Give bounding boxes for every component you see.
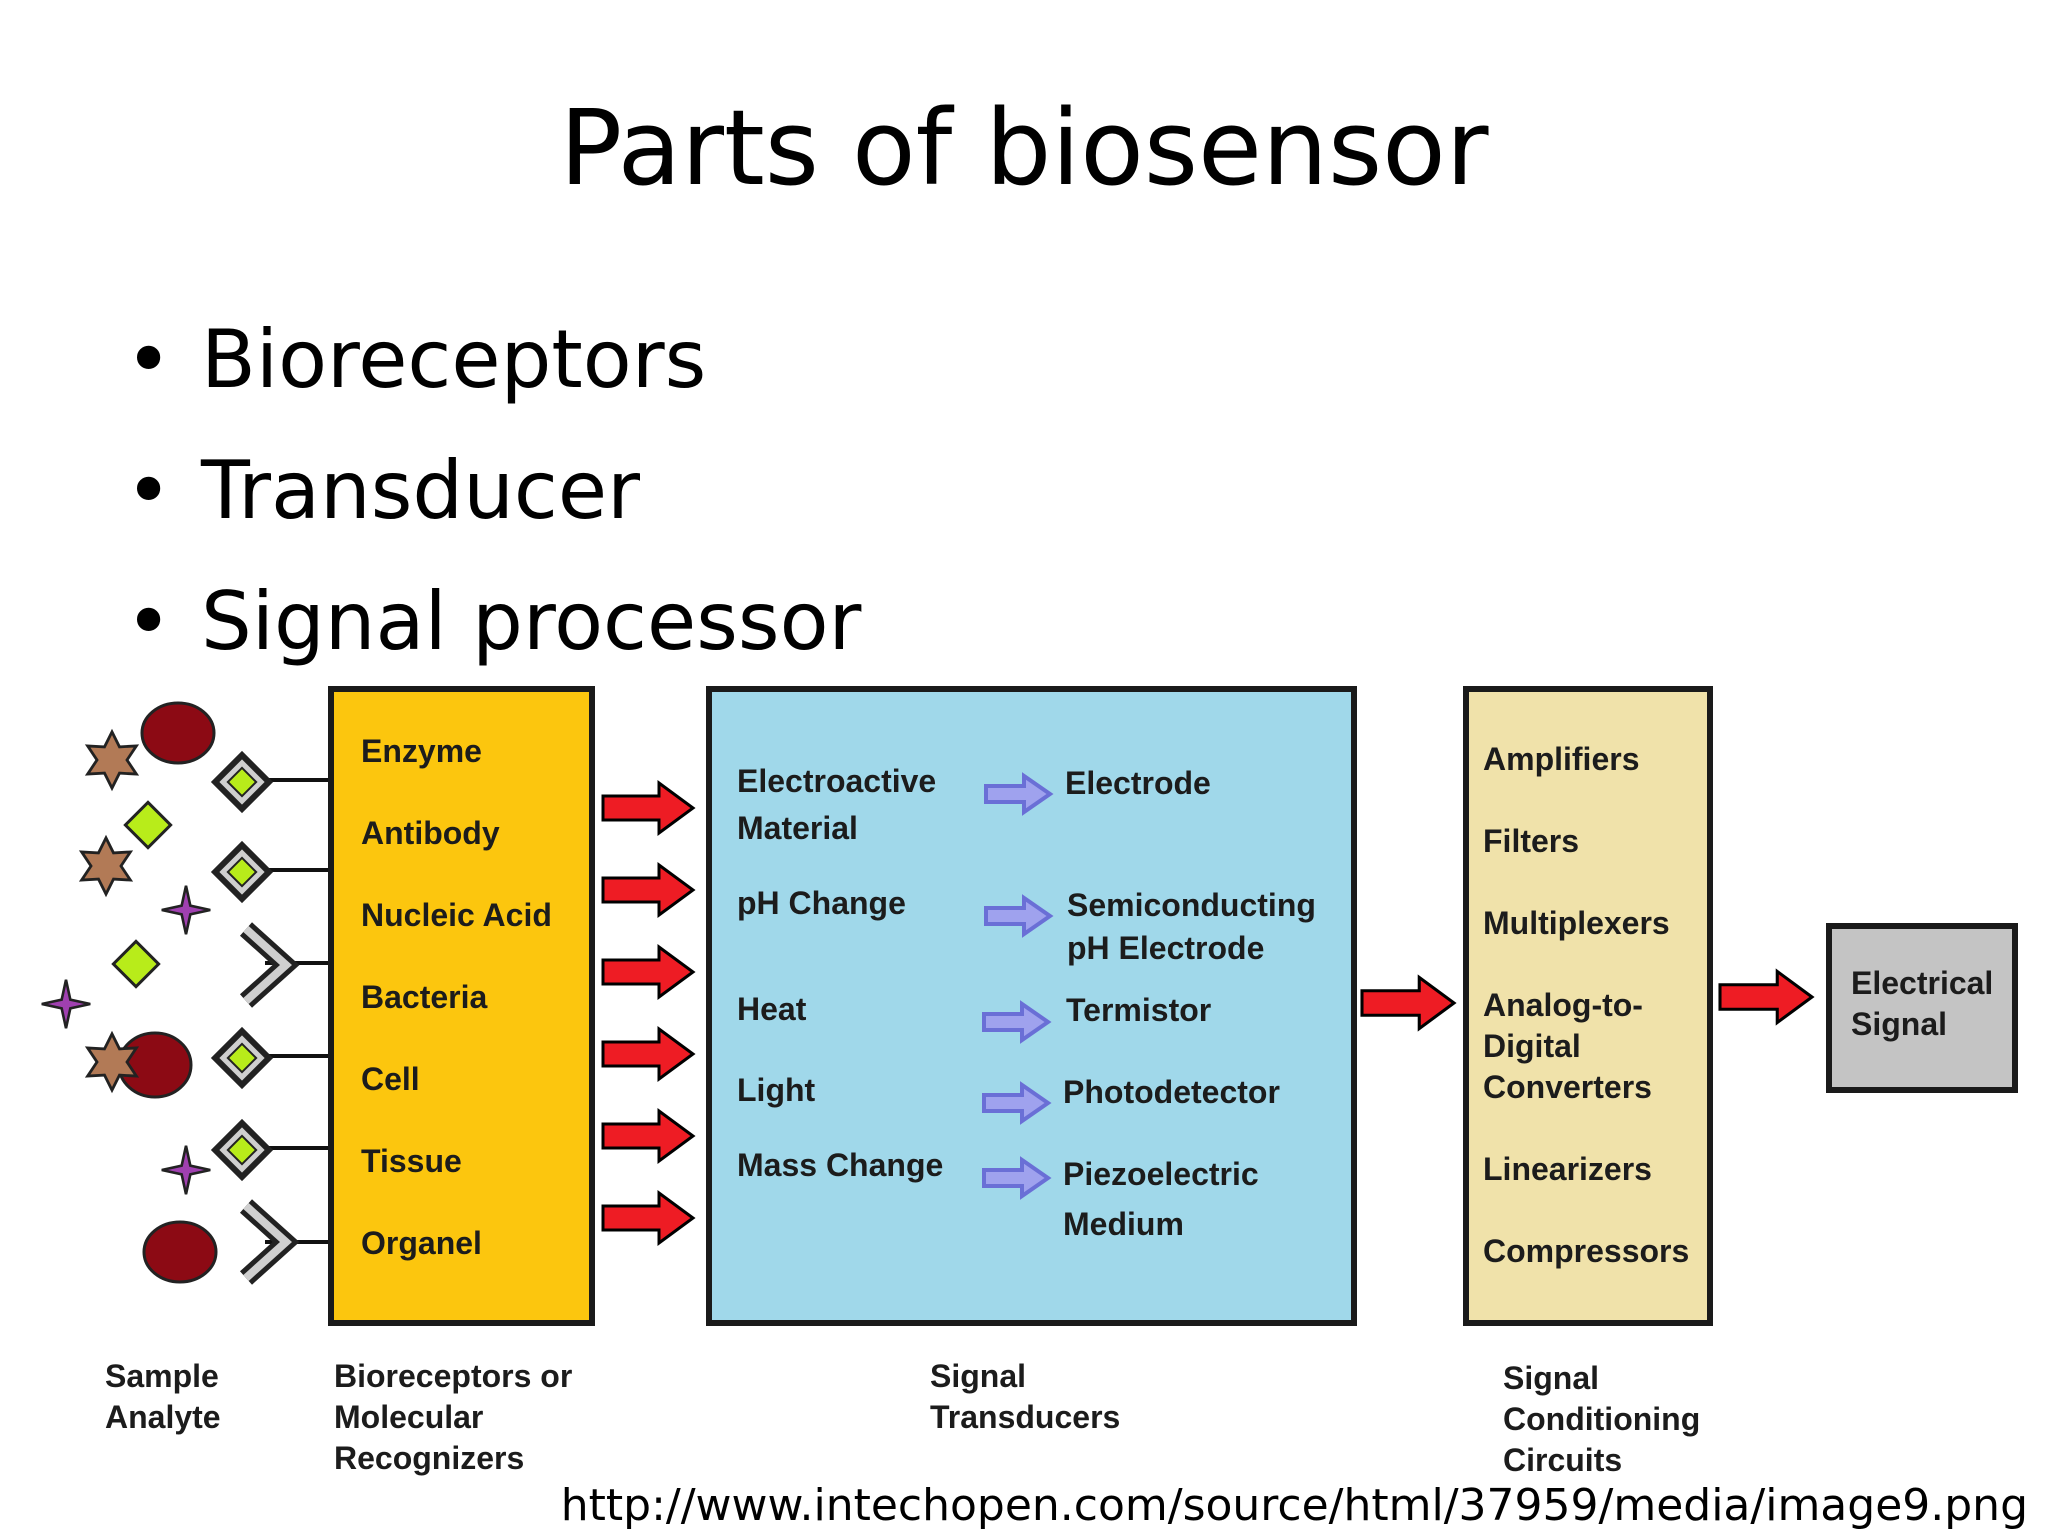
bioreceptor-list: Enzyme Antibody Nucleic Acid Bacteria Ce… [361,733,552,1261]
analyte-circle-icon [140,701,216,765]
transducer-output: Photodetector [1063,1074,1280,1110]
conditioning-label: Amplifiers [1483,741,1639,777]
red-arrow-icon [601,781,695,835]
transducer-input: Heat [737,991,807,1027]
electrical-signal-label: Electrical Signal [1851,965,2002,1042]
red-arrow-icon [601,1109,695,1163]
bioreceptor-label: Organel [361,1225,482,1261]
transducer-output: Electrode [1065,765,1211,801]
transducer-input: Electroactive Material [737,763,945,846]
analyte-circle-icon [142,1220,218,1284]
bioreceptor-label: Enzyme [361,733,482,769]
bullet-dot: • [125,575,173,668]
bullet-text: Transducer [201,444,640,537]
receptor-diamond-icon [210,1118,274,1182]
bioreceptor-label: Nucleic Acid [361,897,552,933]
transducer-input: Light [737,1072,816,1108]
bullet-text: Signal processor [201,575,862,668]
analyte-sparkle-icon [40,978,92,1030]
conditioning-label: Compressors [1483,1233,1689,1269]
caption-signal-transducers: Signal Transducers [930,1358,1120,1435]
transducer-input: pH Change [737,885,906,921]
bullet-item: • Bioreceptors [125,300,861,431]
red-arrow-icon [1360,975,1456,1031]
red-arrow-icon [601,1027,695,1081]
transducer-row: Light Photodetector [737,1072,1280,1123]
bioreceptor-label: Antibody [361,815,500,851]
analyte-star-icon [80,836,132,896]
receptor-to-transducer-arrows [601,781,695,1245]
conditioning-label: Converters [1483,1069,1652,1105]
transducer-output: Semiconducting pH Electrode [1067,887,1325,966]
analyte-particles [40,701,218,1284]
bullet-item: • Signal processor [125,562,861,693]
transducer-output: Piezoelectric Medium [1063,1156,1268,1242]
caption-signal-conditioning: Signal Conditioning Circuits [1503,1360,1709,1478]
analyte-star-icon [86,730,138,790]
bioreceptor-label: Cell [361,1061,420,1097]
analyte-sparkle-icon [160,884,212,936]
red-arrow-icon [601,863,695,917]
transducer-output: Termistor [1066,992,1211,1028]
bullet-text: Bioreceptors [201,313,707,406]
electrical-signal-box [1826,923,2018,1093]
bioreceptor-label: Bacteria [361,979,488,1015]
receptor-connectors [265,778,335,1244]
transducer-list: Electroactive Material Electrode pH Chan… [737,763,1325,1242]
bioreceptor-label: Tissue [361,1143,462,1179]
conditioning-label: Filters [1483,823,1579,859]
bullet-dot: • [125,444,173,537]
caption-bioreceptors: Bioreceptors or Molecular Recognizers [334,1358,581,1476]
analyte-sparkle-icon [160,1144,212,1196]
red-arrow-icon [601,1191,695,1245]
conditioning-box [1463,686,1713,1326]
caption-sample-analyte: Sample Analyte [105,1358,228,1435]
source-url: http://www.intechopen.com/source/html/37… [560,1480,2028,1531]
conditioning-label: Linearizers [1483,1151,1652,1187]
transducer-row: Heat Termistor [737,991,1211,1042]
red-arrow-icon [601,945,695,999]
transducer-row: Electroactive Material Electrode [737,763,1211,846]
bioreceptor-box [328,686,595,1326]
biosensor-diagram: Enzyme Antibody Nucleic Acid Bacteria Ce… [40,686,2018,1478]
analyte-diamond-icon [123,800,173,850]
conditioning-label: Digital [1483,1028,1581,1064]
analyte-diamond-icon [111,939,161,989]
receptor-diamonds [210,750,274,1182]
transducer-row: Mass Change Piezoelectric Medium [737,1147,1268,1242]
receptor-diamond-icon [210,750,274,814]
receptor-diamond-icon [210,1026,274,1090]
conditioning-label: Multiplexers [1483,905,1670,941]
bullet-item: • Transducer [125,431,861,562]
receptor-diamond-icon [210,840,274,904]
transducer-row: pH Change Semiconducting pH Electrode [737,885,1325,966]
conditioning-list: Amplifiers Filters Multiplexers Analog-t… [1483,741,1689,1269]
bullet-dot: • [125,313,173,406]
slide-title: Parts of biosensor [559,87,1489,209]
bullet-list: • Bioreceptors • Transducer • Signal proces… [125,300,861,693]
transducer-input: Mass Change [737,1147,943,1183]
conditioning-label: Analog-to- [1483,987,1643,1023]
red-arrow-icon [1718,969,1814,1025]
